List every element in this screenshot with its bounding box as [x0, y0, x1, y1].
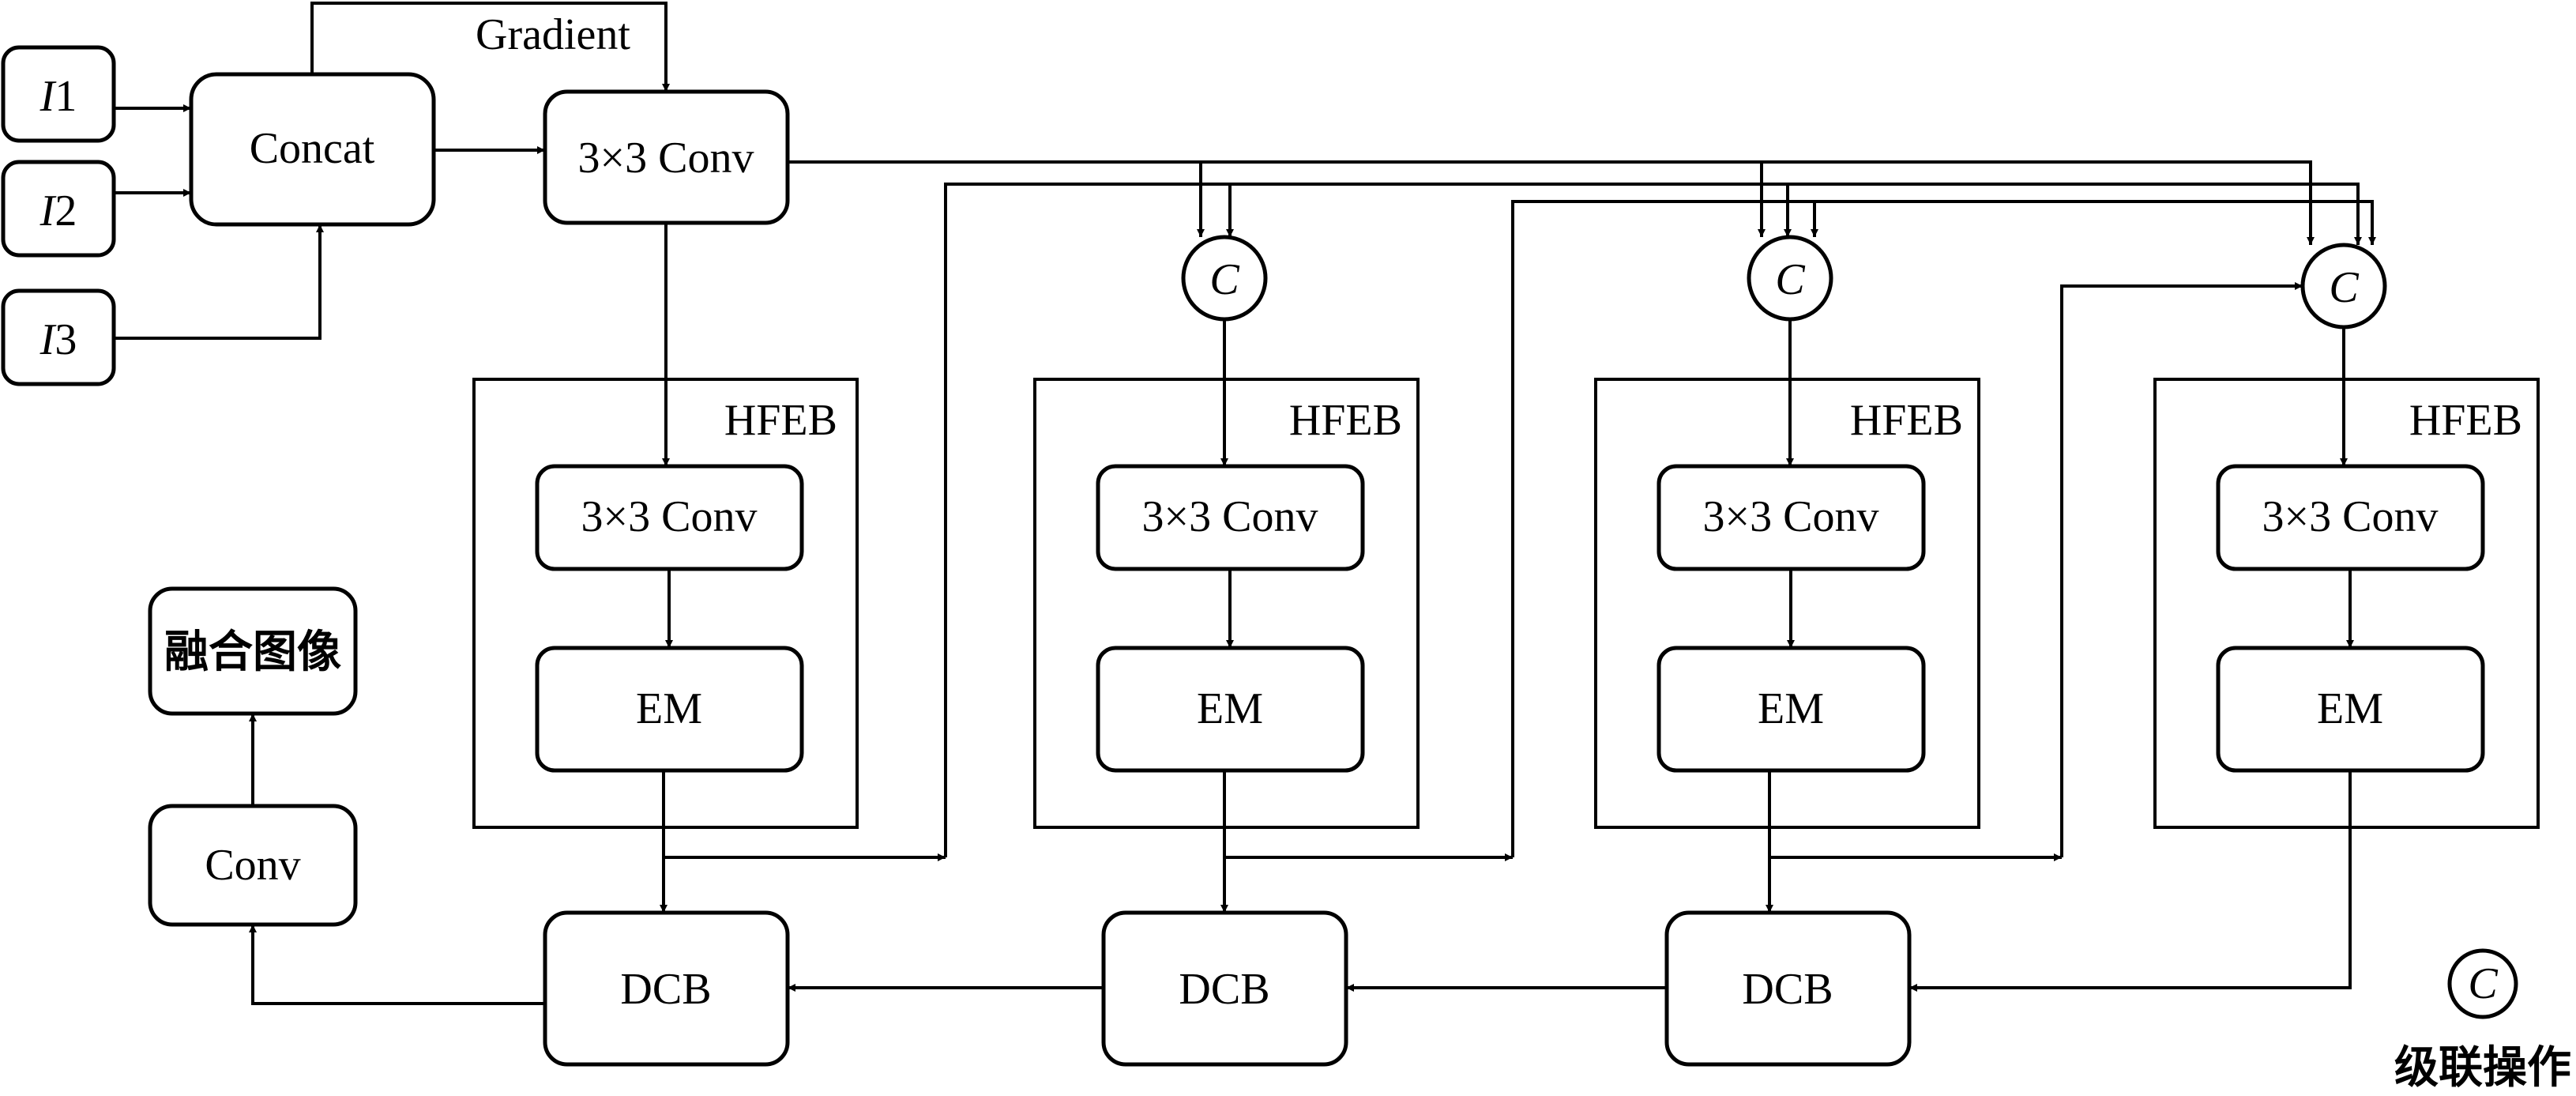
edge-hfeb1-to-c2 [1230, 183, 1792, 237]
edge-hfeb1-to-c1 [944, 183, 1234, 857]
svg-text:DCB: DCB [1179, 965, 1269, 1014]
svg-text:DCB: DCB [620, 965, 711, 1014]
edge-dcb1-conv [249, 925, 545, 1005]
dcb-block-1: DCB [543, 910, 790, 1067]
edge-hfeb1-to-c3 [1788, 183, 2362, 245]
svg-text:I3: I3 [39, 315, 77, 364]
concat-op-circle-1: C [1181, 235, 1268, 322]
hfeb-block-2: HFEB 3×3 Conv EM [1033, 378, 1420, 829]
svg-text:3×3 Conv: 3×3 Conv [1142, 492, 1318, 541]
hfeb-block-4: HFEB 3×3 Conv EM [2153, 378, 2540, 829]
svg-text:C: C [2468, 959, 2498, 1008]
svg-text:C: C [2329, 263, 2359, 312]
svg-text:Conv: Conv [205, 841, 300, 890]
legend: C 级联操作 [2394, 948, 2571, 1094]
gradient-label: Gradient [476, 10, 630, 59]
svg-text:3×3 Conv: 3×3 Conv [578, 134, 754, 183]
edge-em4-dcb3 [1909, 770, 2352, 992]
svg-text:融合图像: 融合图像 [164, 627, 341, 678]
dcb-block-2: DCB [1101, 910, 1348, 1067]
hfeb-3-em: EM [1657, 646, 1926, 773]
hfeb-1-conv3x3: 3×3 Conv [535, 464, 804, 571]
input-conv3x3-block: 3×3 Conv [543, 89, 790, 225]
svg-text:3×3 Conv: 3×3 Conv [581, 492, 758, 541]
legend-text: 级联操作 [2394, 1042, 2571, 1094]
svg-text:DCB: DCB [1742, 965, 1833, 1014]
edge-hfeb2-to-c2 [1511, 200, 1818, 857]
output-conv-block: Conv [148, 804, 358, 927]
edge-hfeb2-to-c3 [1814, 200, 2376, 245]
svg-text:Concat: Concat [250, 124, 375, 173]
hfeb-4-conv3x3: 3×3 Conv [2216, 464, 2485, 571]
concat-op-circle-2: C [1747, 235, 1833, 322]
hfeb-block-3: HFEB 3×3 Conv EM [1594, 378, 1980, 829]
svg-text:I2: I2 [39, 186, 77, 235]
svg-text:I1: I1 [39, 72, 77, 121]
svg-text:3×3 Conv: 3×3 Conv [1703, 492, 1879, 541]
hfeb-label: HFEB [724, 396, 837, 445]
hfeb-label: HFEB [1289, 396, 1402, 445]
concat-block: Concat [189, 72, 436, 227]
hfeb-label: HFEB [1850, 396, 1963, 445]
svg-text:EM: EM [1758, 684, 1824, 733]
edge-hfeb3-to-c3 [2060, 282, 2303, 857]
hfeb-label: HFEB [2409, 396, 2522, 445]
input-i3: I3 [1, 288, 116, 386]
concat-op-circle-3: C [2300, 243, 2387, 330]
edge-bus-to-c1 [788, 160, 1205, 237]
svg-text:3×3 Conv: 3×3 Conv [2262, 492, 2439, 541]
hfeb-3-conv3x3: 3×3 Conv [1657, 464, 1926, 571]
input-i1: I1 [1, 45, 116, 143]
svg-text:EM: EM [1197, 684, 1263, 733]
svg-text:C: C [1209, 255, 1239, 304]
connections [114, 2, 2376, 1005]
edge-bus-to-c2 [1201, 160, 1766, 237]
edge-i3-concat [114, 224, 324, 340]
hfeb-4-em: EM [2216, 646, 2485, 773]
legend-concat-symbol [2447, 948, 2518, 1019]
svg-text:EM: EM [2317, 684, 2383, 733]
edge-bus-to-c3 [1762, 160, 2315, 245]
hfeb-2-conv3x3: 3×3 Conv [1096, 464, 1365, 571]
svg-text:EM: EM [636, 684, 702, 733]
hfeb-2-em: EM [1096, 646, 1365, 773]
edge-gradient [310, 2, 670, 92]
fused-image-output: 融合图像 [148, 586, 358, 716]
svg-text:C: C [1775, 255, 1805, 304]
input-i2: I2 [1, 160, 116, 258]
hfeb-block-1: HFEB 3×3 Conv EM [472, 378, 859, 829]
hfeb-1-em: EM [535, 646, 804, 773]
dcb-block-3: DCB [1664, 910, 1912, 1067]
